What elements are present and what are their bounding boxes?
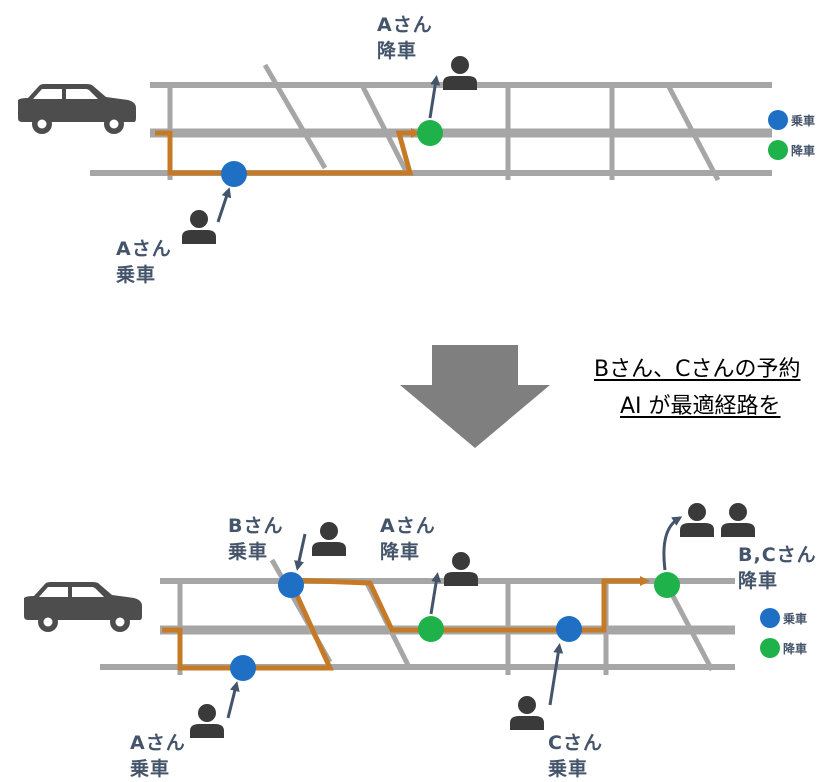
car-icon	[18, 84, 136, 134]
label-c-pickup: Cさん 乗車	[548, 732, 603, 780]
legend-item-dropoff: 降車	[768, 140, 815, 160]
route-line	[155, 128, 421, 176]
person-icon	[721, 503, 755, 537]
label-b-pickup: Bさん 乗車	[228, 515, 284, 563]
caption-line-1: Bさん、Cさんの予約	[594, 357, 801, 382]
person-icon	[312, 522, 346, 556]
legend: 乗車 降車	[760, 608, 807, 658]
person-icon	[190, 704, 224, 738]
legend: 乗車 降車	[768, 110, 815, 160]
top-scenario	[18, 56, 772, 244]
boarding-arrow	[226, 681, 240, 719]
alighting-arrow	[428, 75, 441, 119]
dropoff-point	[418, 616, 444, 642]
car-icon	[24, 582, 142, 632]
caption: Bさん、Cさんの予約 AI が最適経路を	[560, 355, 832, 435]
dropoff-dot-icon	[768, 140, 788, 160]
road-network	[100, 558, 735, 675]
person-icon	[182, 210, 216, 244]
route-line	[162, 576, 650, 671]
legend-item-dropoff: 降車	[760, 638, 807, 658]
pickup-dot-icon	[760, 608, 780, 628]
road-cross	[262, 63, 328, 170]
person-icon	[510, 696, 544, 730]
person-icon	[443, 56, 477, 90]
legend-label: 降車	[791, 143, 816, 158]
person-icon	[444, 552, 478, 586]
dropoff-point	[654, 572, 680, 598]
label-a-dropoff: Aさん 降車	[380, 515, 436, 563]
person-icon	[680, 503, 714, 537]
legend-label: 降車	[783, 641, 808, 656]
dropoff-dot-icon	[760, 638, 780, 658]
legend-label: 乗車	[791, 113, 816, 128]
boarding-arrow	[548, 643, 564, 706]
legend-label: 乗車	[783, 611, 808, 626]
label-a-pickup: Aさん 乗車	[130, 732, 186, 780]
down-arrow-icon	[400, 345, 550, 448]
pickup-point	[278, 572, 304, 598]
alighting-arrow	[662, 516, 683, 571]
legend-item-pickup: 乗車	[768, 110, 815, 130]
legend-item-pickup: 乗車	[760, 608, 807, 628]
road-cross	[665, 83, 721, 182]
boarding-arrow	[294, 533, 307, 571]
bottom-scenario	[24, 503, 755, 738]
pickup-point	[221, 161, 247, 187]
label-a-dropoff: Aさん 降車	[377, 14, 433, 62]
alighting-arrow	[429, 572, 442, 615]
label-a-pickup: Aさん 乗車	[116, 238, 172, 286]
caption-line-2: AI が最適経路を	[620, 394, 781, 419]
pickup-dot-icon	[768, 110, 788, 130]
dropoff-point	[417, 120, 443, 146]
road-cross	[359, 83, 411, 177]
label-bc-dropoff: B,Cさん 降車	[738, 544, 817, 592]
pickup-point	[230, 655, 256, 681]
pickup-point	[556, 616, 582, 642]
boarding-arrow	[216, 187, 232, 223]
